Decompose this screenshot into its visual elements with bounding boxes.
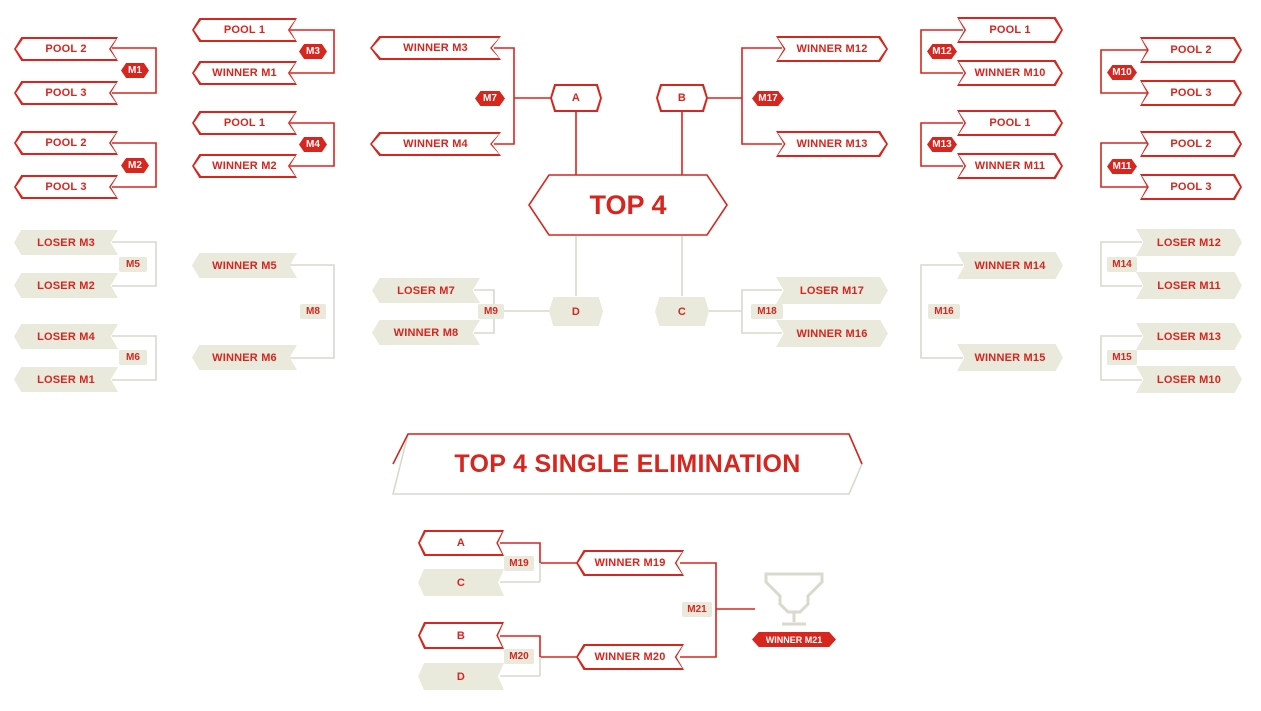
match-badge-m15: M15 <box>1107 350 1137 365</box>
slot-ur-col2-2: POOL 1 <box>957 110 1063 136</box>
slot-final-d: D <box>549 297 603 326</box>
slot-ul-col3-0: WINNER M3 <box>370 36 501 60</box>
slot-final-b: B <box>656 84 708 112</box>
slot-ll-col1-0: LOSER M3 <box>14 230 118 255</box>
slot-final-c: C <box>655 297 709 326</box>
match-badge-m4: M4 <box>299 137 327 152</box>
slot-ur-col3-0: WINNER M12 <box>776 36 888 62</box>
slot-ll-col1-3: LOSER M1 <box>14 367 118 392</box>
match-badge-m1: M1 <box>121 63 149 78</box>
slot-ll-col2-0: WINNER M5 <box>192 253 297 278</box>
slot-ll-col2-1: WINNER M6 <box>192 345 297 370</box>
match-badge-m16: M16 <box>928 304 960 319</box>
se-seed-c: C <box>418 569 504 596</box>
match-badge-m18: M18 <box>751 304 783 319</box>
match-badge-m8: M8 <box>300 304 326 319</box>
slot-ll-col1-1: LOSER M2 <box>14 273 118 298</box>
se-seed-a: A <box>418 530 504 556</box>
match-badge-m10: M10 <box>1107 65 1137 80</box>
slot-ll-col3-1: WINNER M8 <box>372 320 480 345</box>
slot-ll-col1-2: LOSER M4 <box>14 324 118 349</box>
match-badge-m5: M5 <box>119 257 147 272</box>
se-semi-winner-m20: WINNER M20 <box>576 644 684 670</box>
slot-ul-col2-1: WINNER M1 <box>192 61 297 85</box>
slot-ur-col2-0: POOL 1 <box>957 17 1063 43</box>
match-badge-m17: M17 <box>752 91 784 106</box>
se-seed-b: B <box>418 622 504 649</box>
slot-ur-col3-1: WINNER M13 <box>776 131 888 157</box>
champion-badge: WINNER M21 <box>752 632 836 647</box>
slot-lr-col3-0: LOSER M17 <box>776 277 888 304</box>
slot-ur-col1-2: POOL 2 <box>1140 131 1242 157</box>
slot-final-a: A <box>550 84 602 112</box>
slot-ul-col1-2: POOL 2 <box>14 131 118 155</box>
slot-ur-col1-3: POOL 3 <box>1140 174 1242 200</box>
match-badge-m6: M6 <box>119 350 147 365</box>
match-badge-m7: M7 <box>475 91 505 106</box>
slot-lr-col2-1: WINNER M15 <box>957 344 1063 371</box>
match-badge-m11: M11 <box>1107 159 1137 174</box>
match-badge-m13: M13 <box>927 137 957 152</box>
top4-title: TOP 4 <box>589 189 667 220</box>
slot-ul-col1-1: POOL 3 <box>14 81 118 105</box>
slot-ur-col2-3: WINNER M11 <box>957 153 1063 179</box>
match-badge-m2: M2 <box>121 158 149 173</box>
slot-ul-col2-2: POOL 1 <box>192 111 297 135</box>
slot-ur-col2-1: WINNER M10 <box>957 60 1063 86</box>
slot-ul-col1-3: POOL 3 <box>14 175 118 199</box>
slot-ul-col2-3: WINNER M2 <box>192 154 297 178</box>
match-badge-m9: M9 <box>478 304 504 319</box>
match-badge-m21: M21 <box>682 602 712 617</box>
slot-ur-col1-0: POOL 2 <box>1140 37 1242 63</box>
match-badge-m20: M20 <box>504 649 534 664</box>
slot-lr-col3-1: WINNER M16 <box>776 320 888 347</box>
match-badge-m14: M14 <box>1107 257 1137 272</box>
match-badge-m3: M3 <box>299 44 327 59</box>
single-elimination-title: TOP 4 SINGLE ELIMINATION <box>454 449 801 478</box>
match-badge-m12: M12 <box>927 44 957 59</box>
match-badge-m19: M19 <box>504 556 534 571</box>
slot-lr-col1-0: LOSER M12 <box>1136 229 1242 256</box>
slot-lr-col1-1: LOSER M11 <box>1136 272 1242 299</box>
se-seed-d: D <box>418 663 504 690</box>
slot-ul-col3-1: WINNER M4 <box>370 132 501 156</box>
slot-lr-col1-2: LOSER M13 <box>1136 323 1242 350</box>
slot-ul-col1-0: POOL 2 <box>14 37 118 61</box>
slot-ul-col2-0: POOL 1 <box>192 18 297 42</box>
trophy-icon <box>764 572 824 626</box>
slot-lr-col2-0: WINNER M14 <box>957 252 1063 279</box>
se-semi-winner-m19: WINNER M19 <box>576 550 684 576</box>
slot-lr-col1-3: LOSER M10 <box>1136 366 1242 393</box>
slot-ll-col3-0: LOSER M7 <box>372 278 480 303</box>
slot-ur-col1-1: POOL 3 <box>1140 80 1242 106</box>
